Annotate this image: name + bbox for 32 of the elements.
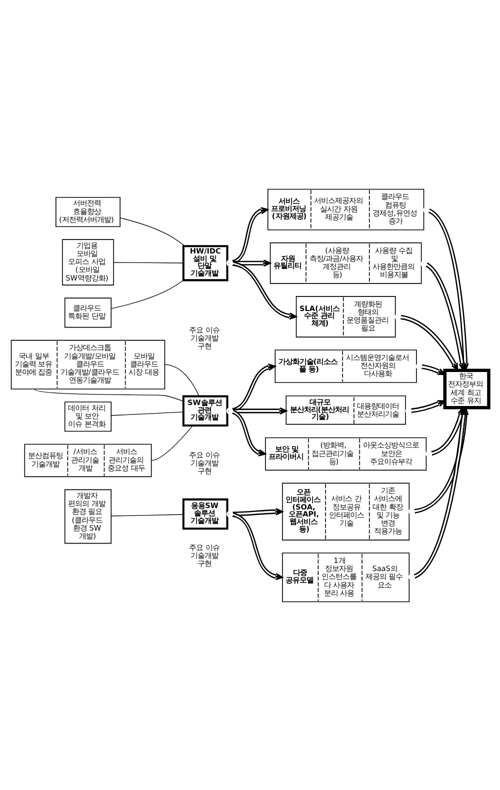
arrow (394, 313, 458, 370)
connector (151, 424, 193, 460)
node-box: SW솔루션 관련 기술개발 (182, 394, 228, 426)
node-box: 서버전력 효율향상 (저전력서버개발) (56, 196, 120, 226)
label: 주요 이슈 기술개발 구현 (189, 542, 220, 568)
arrow (416, 362, 446, 375)
node-box: 응용SW 솔루션 기술개발 (182, 498, 228, 530)
arrow (226, 206, 269, 266)
node-box: 기업용 모바일 오피스 사업 (모바일 SW역량강화) (62, 238, 114, 285)
connector (34, 388, 184, 402)
connector (111, 514, 184, 516)
arrow (226, 363, 276, 414)
connector (111, 279, 184, 308)
arrow (226, 260, 297, 320)
connector (120, 217, 186, 246)
arrow (420, 260, 466, 370)
label: 주요 이슈 기술개발 구현 (189, 324, 220, 350)
connector (111, 411, 184, 416)
arrow (226, 408, 266, 456)
node-box: 한국 전자정부의 세계 최고 수준 유지 (443, 368, 490, 409)
arrow (226, 259, 271, 266)
arrow (226, 406, 288, 414)
connector (113, 262, 184, 263)
arrow (226, 510, 284, 580)
label: 주요 이슈 기술개발 구현 (189, 450, 220, 476)
node-box: HW/IDC 설비 및 단말 기술개발 (182, 244, 228, 281)
arrow (405, 400, 446, 414)
node-box: 클라우드 특화된 단말 (64, 297, 112, 328)
connector (164, 364, 200, 396)
node-box: 개발자 편의의 개발 환경 필요 (클라우드 환경 SW 개발) (64, 488, 112, 544)
arrow (226, 508, 284, 517)
node-box: 데이터 처리 및 보안 이슈 본격화 (64, 401, 112, 432)
